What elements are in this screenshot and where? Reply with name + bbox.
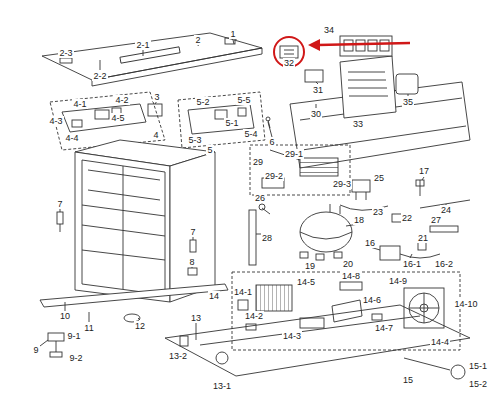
callout-number: 2 (194, 35, 201, 45)
callout-number: 29-2 (264, 171, 284, 181)
callout-number: 5-5 (236, 95, 251, 105)
callout-number: 2-2 (92, 71, 107, 81)
callout-number: 14-3 (282, 331, 302, 341)
callout-number: 14-6 (362, 295, 382, 305)
callout-number: 1 (229, 29, 236, 39)
callout-number: 14-9 (388, 276, 408, 286)
callout-number: 21 (417, 233, 429, 243)
callout-number: 4-5 (110, 113, 125, 123)
callout-number: 9-1 (66, 331, 81, 341)
callout-number: 13 (190, 313, 202, 323)
callout-number: 14-10 (453, 299, 478, 309)
callout-number: 28 (261, 233, 273, 243)
callout-number: 14-5 (296, 277, 316, 287)
callout-number: 2-3 (58, 48, 73, 58)
callout-number: 15 (402, 375, 414, 385)
callout-number: 7 (189, 227, 196, 237)
callout-number: 14-8 (341, 271, 361, 281)
callout-number: 10 (59, 311, 71, 321)
callout-number: 30 (310, 109, 322, 119)
callout-number: 7 (56, 199, 63, 209)
callout-number: 6 (268, 137, 275, 147)
callout-number: 4-2 (114, 95, 129, 105)
callout-number: 35 (402, 97, 414, 107)
callout-number: 2-1 (135, 40, 150, 50)
callout-number: 16 (364, 238, 376, 248)
callout-number: 15-2 (468, 379, 488, 389)
callout-number: 29 (252, 157, 264, 167)
callout-number: 26 (254, 193, 266, 203)
callout-number: 4 (152, 130, 159, 140)
callout-number: 5 (206, 145, 213, 155)
callout-number: 14-1 (233, 287, 253, 297)
callout-number: 5-1 (224, 118, 239, 128)
callout-number: 14-2 (244, 311, 264, 321)
callout-number: 25 (373, 173, 385, 183)
callout-number: 5-4 (243, 129, 258, 139)
callout-number: 8 (188, 257, 195, 267)
callout-number: 16-1 (402, 259, 422, 269)
callout-number: 9 (32, 345, 39, 355)
callout-number: 17 (418, 166, 430, 176)
callout-number: 29-3 (332, 179, 352, 189)
callout-number: 29-1 (284, 149, 304, 159)
callout-number: 27 (430, 215, 442, 225)
callout-number: 9-2 (68, 353, 83, 363)
callout-number: 14-4 (430, 337, 450, 347)
callout-number: 18 (353, 215, 365, 225)
callout-number: 23 (372, 207, 384, 217)
callout-number: 22 (401, 213, 413, 223)
callout-number: 4-4 (64, 133, 79, 143)
callout-number: 33 (352, 119, 364, 129)
callout-number: 16-2 (434, 259, 454, 269)
callout-number: 14 (208, 291, 220, 301)
callout-number: 5-2 (195, 97, 210, 107)
callout-number: 13-2 (168, 351, 188, 361)
callout-number: 5-3 (187, 135, 202, 145)
callout-number: 4-1 (72, 99, 87, 109)
callout-number: 15-1 (468, 361, 488, 371)
callout-number: 14-7 (374, 323, 394, 333)
callout-number: 19 (304, 261, 316, 271)
callout-number: 12 (134, 321, 146, 331)
callout-number: 31 (312, 85, 324, 95)
callout-number: 24 (440, 205, 452, 215)
callout-number: 34 (323, 25, 335, 35)
callout-number: 20 (342, 259, 354, 269)
callout-number: 3 (153, 92, 160, 102)
callout-number: 11 (83, 323, 94, 333)
callout-number: 32 (283, 58, 295, 68)
callout-number: 4-3 (48, 116, 63, 126)
callout-number: 13-1 (212, 381, 232, 391)
